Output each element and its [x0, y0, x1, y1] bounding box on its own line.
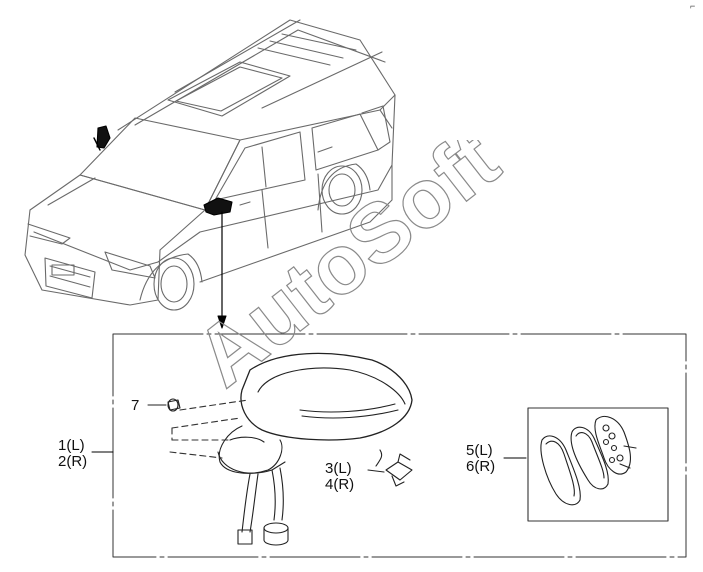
connector-part-3-4	[367, 449, 413, 487]
glass-inset-frame	[527, 407, 669, 522]
label-leaders	[91, 451, 527, 459]
mirror-glass-parts	[540, 415, 637, 506]
callout-part-7: 7	[131, 397, 140, 414]
callout-part-4: 4(R)	[325, 476, 355, 493]
leader-arrow	[217, 211, 227, 329]
assembly-guides	[169, 399, 249, 459]
callout-part-5: 5(L)	[466, 442, 493, 459]
autosoft-watermark: AutoSoft	[205, 140, 516, 400]
callout-part-2: 2(R)	[58, 453, 88, 470]
vehicle-mirror-highlights	[93, 125, 233, 216]
callout-part-3: 3(L)	[325, 460, 352, 477]
callout-part-6: 6(R)	[466, 458, 496, 475]
detail-frame	[112, 333, 687, 558]
bolt-part-7	[147, 398, 181, 412]
callout-part-1: 1(L)	[58, 437, 85, 454]
watermark-text: AutoSoft	[205, 140, 515, 400]
vehicle-illustration	[24, 19, 396, 311]
corner-mark: ⌐	[690, 1, 696, 11]
